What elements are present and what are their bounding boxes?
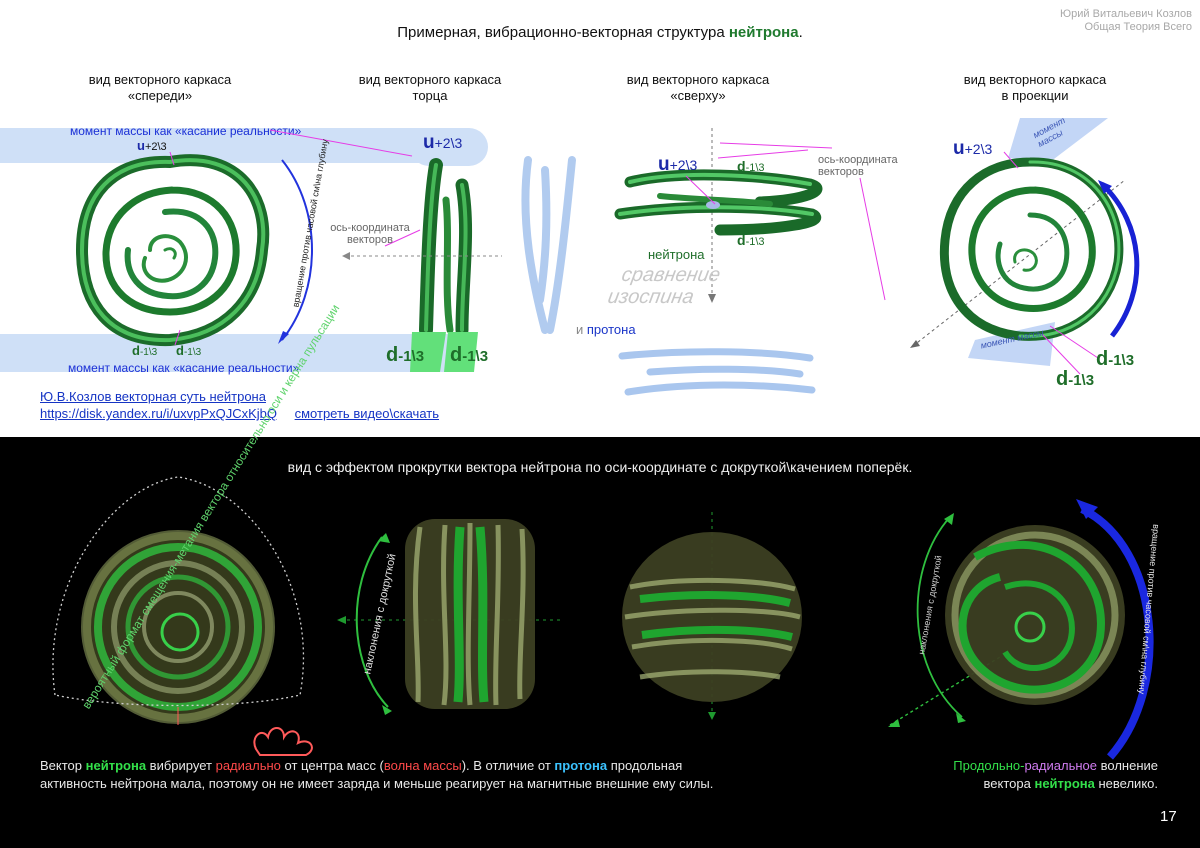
proton-top-view-coils bbox=[618, 348, 816, 396]
author-credit: Юрий Витальевич Козлов Общая Теория Всег… bbox=[1060, 8, 1192, 34]
video-title-link[interactable]: Ю.В.Козлов векторная суть нейтрона bbox=[40, 389, 266, 404]
projection-spiral bbox=[939, 157, 1124, 341]
compare-isospin-label: сравнение изоспина bbox=[606, 264, 722, 308]
page-number: 17 bbox=[1160, 808, 1177, 825]
longitudinal-wave-line2: вектора нейтрона невелико. bbox=[983, 776, 1158, 791]
top-diagram-canvas bbox=[75, 118, 1140, 396]
d-quark-label-top-1: d-1\3 bbox=[737, 158, 765, 174]
neutron-description-line2: активность нейтрона мала, поэтому он не … bbox=[40, 776, 714, 791]
front-view-spiral bbox=[75, 154, 270, 347]
longitudinal-wave-line1: Продольно-радиальное волнение bbox=[953, 758, 1158, 773]
d-quark-label-top-2: d-1\3 bbox=[737, 232, 765, 248]
author-work: Общая Теория Всего bbox=[1084, 21, 1193, 33]
mass-wave-icon bbox=[253, 727, 313, 756]
view-heading-front: вид векторного каркаса«спереди» bbox=[88, 72, 232, 103]
moment-label-top: момент массы как «касание реальности» bbox=[70, 124, 302, 138]
moment-band-bottom bbox=[0, 334, 470, 372]
d-quark-label-edge-left: d-1\3 bbox=[386, 344, 425, 366]
compare-proton-label: и протона bbox=[576, 322, 636, 337]
rotation-arrow-front bbox=[281, 159, 313, 341]
d-quark-label-front-2: d-1\3 bbox=[176, 343, 202, 358]
d-quark-label-projection-1: d-1\3 bbox=[1096, 348, 1135, 370]
top-view-coils bbox=[614, 169, 823, 236]
bottom-heading: вид с эффектом прокрутки вектора нейтрон… bbox=[287, 459, 913, 475]
proton-comparison-outline bbox=[521, 156, 576, 334]
neutron-orb-4 bbox=[945, 525, 1125, 705]
u-quark-label-edge: u+2\3 bbox=[423, 132, 463, 153]
u-quark-label-top: u+2\3 bbox=[658, 154, 698, 175]
neutron-cylinder-2 bbox=[405, 519, 535, 709]
moment-band-top bbox=[0, 128, 465, 163]
video-url-link[interactable]: https://disk.yandex.ru/i/uxvpPxQJCxKjbQ bbox=[40, 406, 277, 421]
neutron-label-top: нейтрона bbox=[648, 247, 705, 262]
d-quark-label-edge-right: d-1\3 bbox=[450, 344, 489, 366]
d-quark-base-left bbox=[410, 332, 446, 372]
edge-view-column bbox=[419, 158, 473, 337]
u-quark-label-projection: u+2\3 bbox=[953, 138, 993, 159]
page-title: Примерная, вибрационно-векторная структу… bbox=[397, 24, 803, 41]
moment-band-top-cap bbox=[410, 128, 488, 166]
d-quark-base-right bbox=[444, 332, 478, 372]
moment-plane-top bbox=[1008, 118, 1108, 162]
d-quark-label-projection-2: d-1\3 bbox=[1056, 368, 1095, 390]
neutron-coil-3 bbox=[622, 532, 802, 702]
moment-label-bottom: момент массы как «касание реальности» bbox=[68, 361, 300, 375]
neutron-description-line1: Вектор нейтрона вибрирует радиально от ц… bbox=[40, 758, 683, 773]
axis-line-projection bbox=[912, 179, 1126, 347]
video-download-link[interactable]: смотреть видео\скачать bbox=[294, 406, 439, 421]
author-name: Юрий Витальевич Козлов bbox=[1060, 8, 1192, 20]
rotation-arrow-projection bbox=[1100, 182, 1140, 338]
u-quark-label-front: u+2\3 bbox=[137, 138, 167, 153]
displacement-arc bbox=[52, 476, 305, 707]
d-quark-label-front-1: d-1\3 bbox=[132, 343, 158, 358]
bottom-diagram-canvas bbox=[52, 476, 1154, 760]
video-url-row: https://disk.yandex.ru/i/uxvpPxQJCxKjbQ … bbox=[40, 405, 439, 422]
view-heading-top: вид векторного каркаса«сверху» bbox=[626, 72, 770, 103]
